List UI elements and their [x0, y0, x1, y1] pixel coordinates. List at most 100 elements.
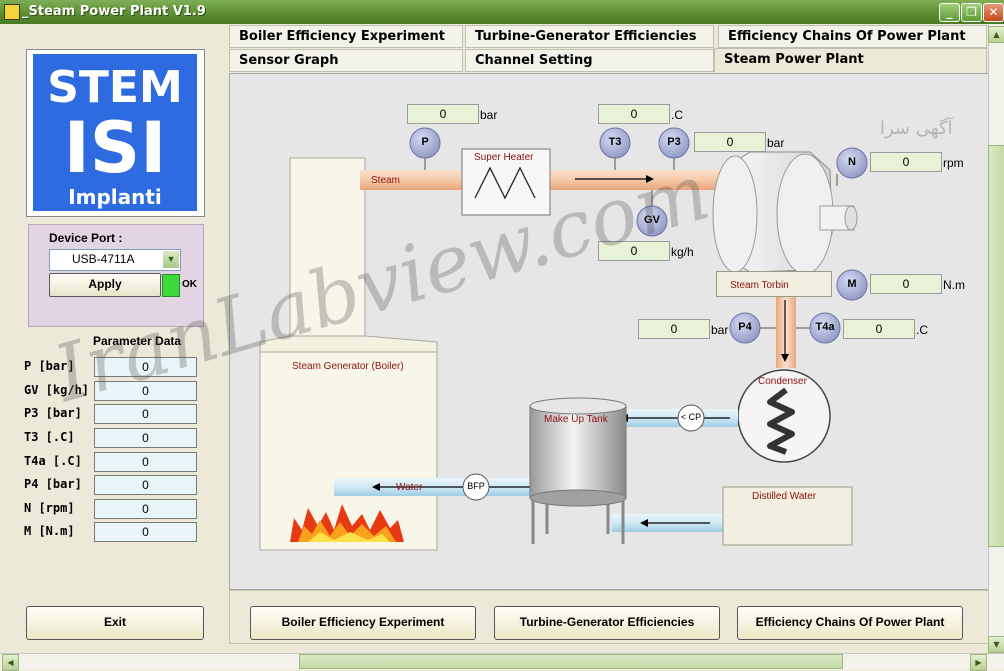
sensor-p3-label: P3 [667, 136, 681, 148]
condensate-pump[interactable] [677, 404, 705, 432]
steam-pipe [360, 170, 752, 190]
indicator-n: 0 [870, 152, 942, 172]
tab-sensor-graph[interactable]: Sensor Graph [229, 49, 463, 72]
parameter-data-title: Parameter Data [93, 334, 182, 348]
sensor-m[interactable] [836, 269, 868, 301]
indicator-m: 0 [870, 274, 942, 294]
indicator-p: 0 [407, 104, 479, 124]
label-steam-generator: Steam Generator (Boiler) [292, 361, 404, 372]
unit-t3: .C [671, 108, 683, 122]
pump-cp-label: < CP [680, 412, 702, 422]
scroll-left-arrow-icon[interactable]: ◀ [2, 654, 19, 671]
logo-line1: STEM [47, 62, 183, 113]
sensor-t3[interactable] [599, 127, 631, 159]
label-steam: Steam [371, 175, 400, 186]
sensor-n-label: N [848, 156, 856, 168]
vertical-scroll-thumb[interactable] [988, 145, 1004, 547]
indicator-gv: 0 [598, 241, 670, 261]
scroll-down-arrow-icon[interactable]: ▼ [988, 636, 1004, 653]
make-up-tank [529, 397, 627, 544]
tab-boiler-efficiency[interactable]: Boiler Efficiency Experiment [229, 25, 463, 48]
sensor-p4-label: P4 [738, 321, 752, 333]
app-icon [4, 4, 20, 20]
param-label-t3: T3 [.C] [24, 430, 75, 444]
pump-bfp-label: BFP [467, 481, 485, 491]
sensor-p[interactable] [409, 127, 441, 159]
sensor-n[interactable] [836, 147, 868, 179]
scroll-up-arrow-icon[interactable]: ▲ [988, 26, 1004, 43]
logo-graphic: STEM ISI Implanti [47, 62, 183, 209]
distilled-water-tank [722, 486, 853, 546]
flame-icon [290, 504, 404, 542]
sensor-p3[interactable] [658, 127, 690, 159]
unit-p: bar [480, 108, 498, 122]
steam-turbine [712, 151, 858, 275]
sensor-gv[interactable] [636, 205, 668, 237]
indicator-p3: 0 [694, 132, 766, 152]
horizontal-scroll-thumb[interactable] [299, 654, 843, 669]
unit-p4: bar [711, 323, 729, 337]
scroll-right-arrow-icon[interactable]: ▶ [970, 654, 987, 671]
exhaust-pipe [776, 296, 796, 368]
title-bar[interactable]: _Steam Power Plant V1.9 _ ❐ ✕ [0, 0, 1004, 24]
logo-line2: ISI [64, 107, 167, 189]
indicator-t3: 0 [598, 104, 670, 124]
param-value-m: 0 [94, 522, 197, 542]
param-value-n: 0 [94, 499, 197, 519]
tab-steam-power-plant[interactable]: Steam Power Plant [714, 48, 987, 74]
chevron-down-icon[interactable]: ▼ [163, 251, 179, 268]
corner-watermark: آگهی سرا [880, 118, 953, 139]
device-port-label: Device Port : [49, 231, 123, 245]
boiler-efficiency-button[interactable]: Boiler Efficiency Experiment [250, 606, 476, 640]
super-heater [461, 148, 551, 216]
unit-n: rpm [943, 156, 964, 170]
param-value-p: 0 [94, 357, 197, 377]
minimize-button[interactable]: _ [939, 3, 960, 22]
param-label-t4a: T4a [.C] [24, 454, 82, 468]
sensor-t3-label: T3 [608, 136, 622, 148]
param-label-m: M [N.m] [24, 524, 75, 538]
unit-p3: bar [767, 136, 785, 150]
unit-gv: kg/h [671, 245, 694, 259]
window-title: _Steam Power Plant V1.9 [22, 4, 206, 19]
device-port-panel: Device Port : USB-4711A ▼ Apply OK [28, 224, 204, 327]
device-port-select[interactable]: USB-4711A ▼ [49, 249, 181, 271]
restore-button[interactable]: ❐ [961, 3, 982, 22]
param-label-p4: P4 [bar] [24, 477, 82, 491]
sensor-p4[interactable] [729, 312, 761, 344]
label-water: Water [396, 482, 423, 493]
unit-m: N.m [943, 278, 965, 292]
unit-t4a: .C [916, 323, 928, 337]
param-value-p4: 0 [94, 475, 197, 495]
sensor-t4a[interactable] [809, 312, 841, 344]
indicator-t4a: 0 [843, 319, 915, 339]
efficiency-chains-button[interactable]: Efficiency Chains Of Power Plant [737, 606, 963, 640]
close-button[interactable]: ✕ [983, 3, 1004, 22]
tab-turbine-generator[interactable]: Turbine-Generator Efficiencies [465, 25, 714, 48]
label-condenser: Condenser [758, 376, 807, 387]
indicator-p4: 0 [638, 319, 710, 339]
device-port-value: USB-4711A [72, 252, 135, 266]
plant-diagram: P T3 P3 GV N M P4 T4a < CP BFP 0 bar 0 .… [229, 73, 990, 590]
label-distilled-water: Distilled Water [752, 491, 817, 502]
turbine-generator-button[interactable]: Turbine-Generator Efficiencies [494, 606, 720, 640]
tab-channel-setting[interactable]: Channel Setting [465, 49, 714, 72]
sensor-gv-label: GV [644, 214, 660, 226]
status-ok-label: OK [182, 279, 197, 290]
sensor-m-label: M [847, 278, 857, 290]
param-value-gv: 0 [94, 381, 197, 401]
exit-button[interactable]: Exit [26, 606, 204, 640]
sensor-p-label: P [421, 136, 429, 148]
apply-button[interactable]: Apply [49, 273, 161, 297]
boiler-feed-pump[interactable] [462, 473, 490, 501]
param-label-gv: GV [kg/h] [24, 383, 90, 397]
stem-isi-logo: STEM ISI Implanti [26, 49, 205, 217]
sensor-t4a-label: T4a [815, 321, 835, 333]
label-super-heater: Super Heater [474, 152, 534, 163]
status-led [162, 274, 180, 297]
tab-efficiency-chains[interactable]: Efficiency Chains Of Power Plant [718, 25, 987, 48]
param-label-n: N [rpm] [24, 501, 75, 515]
param-label-p3: P3 [bar] [24, 406, 82, 420]
param-label-p: P [bar] [24, 359, 75, 373]
turbine-label-plate [716, 271, 832, 297]
